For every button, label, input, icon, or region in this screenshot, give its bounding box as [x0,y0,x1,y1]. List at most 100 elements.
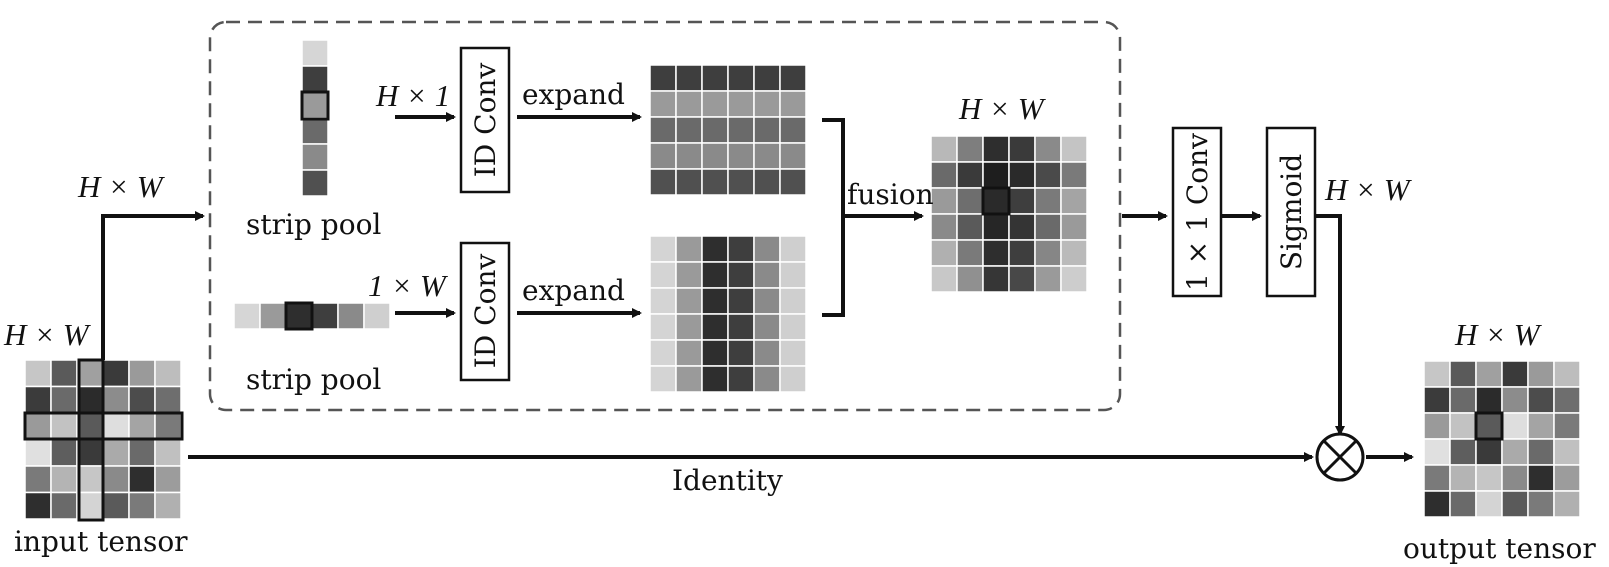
sigmoid-hw-label: H × W [1324,172,1413,207]
h-expand-cell [727,168,755,196]
sigmoid-label: Sigmoid [1275,154,1308,270]
fused-cell [1008,265,1036,293]
fused-cell [1060,135,1088,163]
fused-cell [982,161,1010,189]
output-cell [1475,360,1503,388]
input-cell [154,359,182,388]
h-expand-cell [779,90,807,118]
vertical-strip-highlight [300,90,330,121]
h-expand-cell [727,116,755,144]
w-expand-cell [753,313,781,341]
output-cell [1449,386,1477,414]
h-expand-cell [701,142,729,170]
fused-cell [1060,187,1088,215]
v-strip-cell [301,65,329,93]
h-expand-cell [727,90,755,118]
w-expand-cell [649,339,677,367]
input-cell [128,438,156,467]
fused-cell [956,265,984,293]
fused-hw-label: H × W [958,91,1047,126]
w-expand-cell [701,313,729,341]
input-cell [128,385,156,414]
input-cell [24,491,52,520]
output-hw-label: H × W [1454,317,1543,352]
h-expand-cell [675,142,703,170]
w-expand-cell [727,235,755,263]
output-cell [1475,490,1503,518]
h-expand-cell [701,116,729,144]
input-cell [154,438,182,467]
input-cell [128,491,156,520]
input-cell [102,412,130,441]
output-cell-highlight [1474,411,1504,441]
strip-pool-bottom-label: strip pool [246,363,381,396]
h-expand-cell [779,64,807,92]
h-expand-cell [675,168,703,196]
w-expand-cell [727,287,755,315]
sigmoid-box: Sigmoid [1265,126,1317,298]
output-cell [1501,438,1529,466]
input-cell [50,412,78,441]
fused-cell [1008,239,1036,267]
fused-cell [956,161,984,189]
output-cell [1553,386,1581,414]
output-cell [1553,438,1581,466]
input-tensor-label: input tensor [14,525,188,558]
h-strip-cell [285,302,313,330]
fused-cell [930,265,958,293]
fused-cell [1008,213,1036,241]
identity-label: Identity [672,464,783,497]
h-strip-cell [311,302,339,330]
output-cell [1501,490,1529,518]
output-cell [1553,360,1581,388]
h-expand-cell [701,64,729,92]
input-cell [154,412,182,441]
vertical-expanded-grid [649,235,807,393]
h-expand-cell [753,168,781,196]
output-cell [1553,412,1581,440]
output-cell [1553,490,1581,518]
h1-label: H × 1 [375,78,450,113]
fusion-label: fusion [847,178,934,211]
output-cell [1449,490,1477,518]
w-expand-cell [649,261,677,289]
h-expand-cell [649,168,677,196]
input-cell [24,438,52,467]
output-cell [1423,464,1451,492]
output-cell [1527,490,1555,518]
h-expand-cell [779,168,807,196]
w-expand-cell [753,287,781,315]
output-cell [1449,438,1477,466]
w-expand-cell [701,235,729,263]
conv1x1-box: 1 × 1 Conv [1171,126,1223,298]
output-cell [1423,360,1451,388]
h-expand-cell [701,168,729,196]
fused-cell [930,187,958,215]
input-hw-label: H × W [3,317,92,352]
w-expand-cell [675,235,703,263]
branch-hw-label: H × W [77,169,166,204]
fused-cell-highlight [981,186,1011,216]
input-cell [76,465,104,494]
output-cell [1475,412,1503,440]
output-cell [1449,412,1477,440]
v-strip-cell [301,143,329,171]
fused-cell [982,265,1010,293]
fused-cell [982,239,1010,267]
fused-cell [1008,161,1036,189]
w-expand-cell [753,365,781,393]
v-strip-cell [301,117,329,145]
h-expand-cell [701,90,729,118]
fused-cell [930,135,958,163]
h-expand-cell [649,116,677,144]
output-cell [1423,490,1451,518]
w-expand-cell [701,365,729,393]
input-cell [24,412,52,441]
output-cell [1527,438,1555,466]
h-strip-cell [363,302,391,330]
fused-cell [1034,265,1062,293]
output-cell [1553,464,1581,492]
v-strip-cell [301,91,329,119]
input-cell [76,359,104,388]
